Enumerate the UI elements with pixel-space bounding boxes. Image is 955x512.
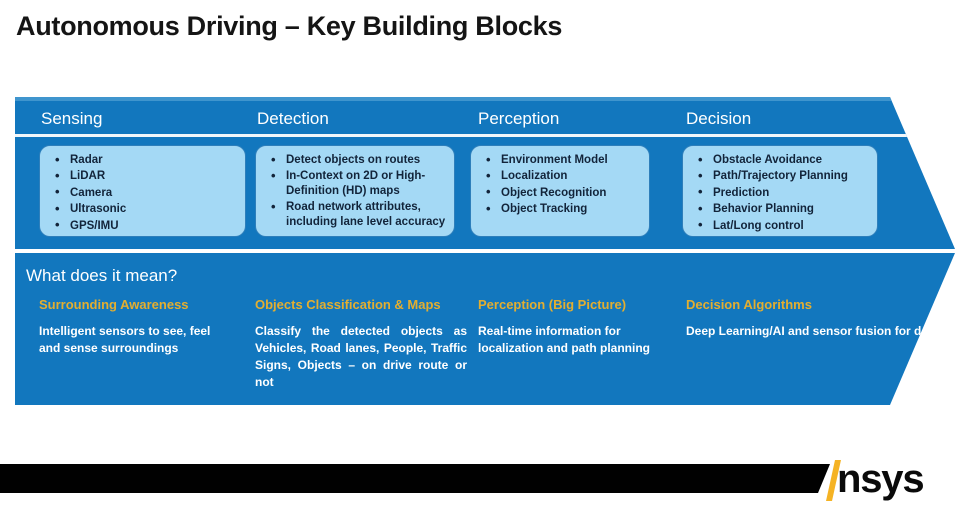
bullet-dot-icon: • <box>486 184 491 200</box>
bullet-dot-icon: • <box>55 217 60 233</box>
bullet-dot-icon: • <box>55 167 60 183</box>
stage-heading-sensing: Sensing <box>41 109 103 128</box>
bullet-dot-icon: • <box>698 151 703 167</box>
bullet-dot-icon: • <box>55 151 60 167</box>
list-item-label: Prediction <box>713 186 770 199</box>
bullet-dot-icon: • <box>271 151 276 167</box>
meaning-heading: Perception (Big Picture) <box>478 297 627 312</box>
list-item-label: Object Tracking <box>501 203 588 216</box>
bullet-dot-icon: • <box>486 151 491 167</box>
list-item: • GPS/IMU <box>48 217 237 233</box>
list-item: • Detect objects on routes <box>264 151 446 167</box>
meaning-column-objects-classification: Objects Classification & Maps Classify t… <box>255 297 467 391</box>
footer-bar <box>0 464 830 493</box>
pipeline-arrow-band: Sensing Detection Perception Decision • R… <box>15 97 955 249</box>
list-item: • In-Context on 2D or High-Definition (HD… <box>264 167 446 198</box>
list-item: • Localization <box>479 167 641 183</box>
bullet-dot-icon: • <box>698 167 703 183</box>
list-item-label: Detect objects on routes <box>286 154 421 166</box>
list-item-label: Object Recognition <box>501 186 607 199</box>
list-item-label: GPS/IMU <box>70 219 119 232</box>
stage-heading-perception: Perception <box>478 109 560 128</box>
list-item-label: In-Context on 2D or High-Definition (HD)… <box>286 170 426 197</box>
list-item-label: Camera <box>70 186 113 199</box>
meaning-body: Real-time information for localization a… <box>478 324 651 355</box>
header-divider-line <box>15 134 955 137</box>
list-item-label: Behavior Planning <box>713 203 814 216</box>
bullet-dot-icon: • <box>55 184 60 200</box>
ansys-logo: nsys <box>822 455 955 505</box>
meaning-column-decision-algorithms: Decision Algorithms Deep Learning/AI and… <box>686 297 955 340</box>
stage-heading-detection: Detection <box>257 109 329 128</box>
list-item-label: Localization <box>501 170 568 183</box>
meaning-body: Classify the detected objects as Vehicle… <box>255 324 467 389</box>
meaning-heading: Decision Algorithms <box>686 297 812 312</box>
pipeline-stage-header-row: Sensing Detection Perception Decision <box>15 101 955 134</box>
list-item: • LiDAR <box>48 167 237 183</box>
stage-card-decision: • Obstacle Avoidance • Path/Trajectory Pla… <box>682 145 878 237</box>
list-item: • Obstacle Avoidance <box>691 151 869 167</box>
bullet-dot-icon: • <box>486 200 491 216</box>
bullet-dot-icon: • <box>698 184 703 200</box>
list-item: • Lat/Long control <box>691 217 869 233</box>
list-item-label: Lat/Long control <box>713 219 804 232</box>
list-item: • Object Tracking <box>479 200 641 216</box>
bullet-dot-icon: • <box>271 167 276 183</box>
bullet-list-perception: • Environment Model • Localization • Object… <box>479 151 641 217</box>
meaning-title: What does it mean? <box>26 266 178 285</box>
list-item: • Ultrasonic <box>48 200 237 216</box>
list-item-label: Ultrasonic <box>70 203 127 216</box>
meaning-body: Deep Learning/AI and sensor fusion for d… <box>686 324 955 338</box>
bullet-dot-icon: • <box>271 198 276 214</box>
list-item-label: Environment Model <box>501 154 608 166</box>
meaning-heading: Objects Classification & Maps <box>255 297 441 312</box>
bullet-list-detection: • Detect objects on routes • In-Context on… <box>264 151 446 229</box>
list-item: • Camera <box>48 184 237 200</box>
list-item-label: Path/Trajectory Planning <box>713 170 848 183</box>
list-item: • Road network attributes, including lane… <box>264 198 446 229</box>
bullet-list-decision: • Obstacle Avoidance • Path/Trajectory Pla… <box>691 151 869 233</box>
meaning-heading: Surrounding Awareness <box>39 297 189 312</box>
meaning-column-perception: Perception (Big Picture) Real-time infor… <box>478 297 676 357</box>
bullet-dot-icon: • <box>55 200 60 216</box>
list-item-label: Obstacle Avoidance <box>713 154 823 166</box>
stage-card-detection: • Detect objects on routes • In-Context on… <box>255 145 455 237</box>
list-item: • Radar <box>48 151 237 167</box>
bullet-list-sensing: • Radar • LiDAR • Camera • Ultrasonic • GPS/I… <box>48 151 237 233</box>
page-title: Autonomous Driving – Key Building Blocks <box>16 11 563 41</box>
stage-heading-decision: Decision <box>686 109 752 128</box>
list-item-label: Road network attributes, including lane … <box>286 201 446 228</box>
stage-card-sensing: • Radar • LiDAR • Camera • Ultrasonic • GPS/I… <box>39 145 246 237</box>
bullet-dot-icon: • <box>698 200 703 216</box>
list-item-label: LiDAR <box>70 170 106 183</box>
stage-card-perception: • Environment Model • Localization • Object… <box>470 145 650 237</box>
meaning-banner: What does it mean? Surrounding Awareness… <box>15 253 955 405</box>
bullet-dot-icon: • <box>698 217 703 233</box>
list-item: • Path/Trajectory Planning <box>691 167 869 183</box>
list-item: • Behavior Planning <box>691 200 869 216</box>
meaning-body: Intelligent sensors to see, feel and sen… <box>39 324 211 355</box>
arrow-top-accent-strip <box>15 97 892 101</box>
list-item: • Object Recognition <box>479 184 641 200</box>
ansys-logo-wordmark: nsys <box>837 457 925 501</box>
list-item-label: Radar <box>70 154 103 166</box>
bullet-dot-icon: • <box>486 167 491 183</box>
list-item: • Prediction <box>691 184 869 200</box>
list-item: • Environment Model <box>479 151 641 167</box>
meaning-column-surrounding-awareness: Surrounding Awareness Intelligent sensor… <box>39 297 235 357</box>
